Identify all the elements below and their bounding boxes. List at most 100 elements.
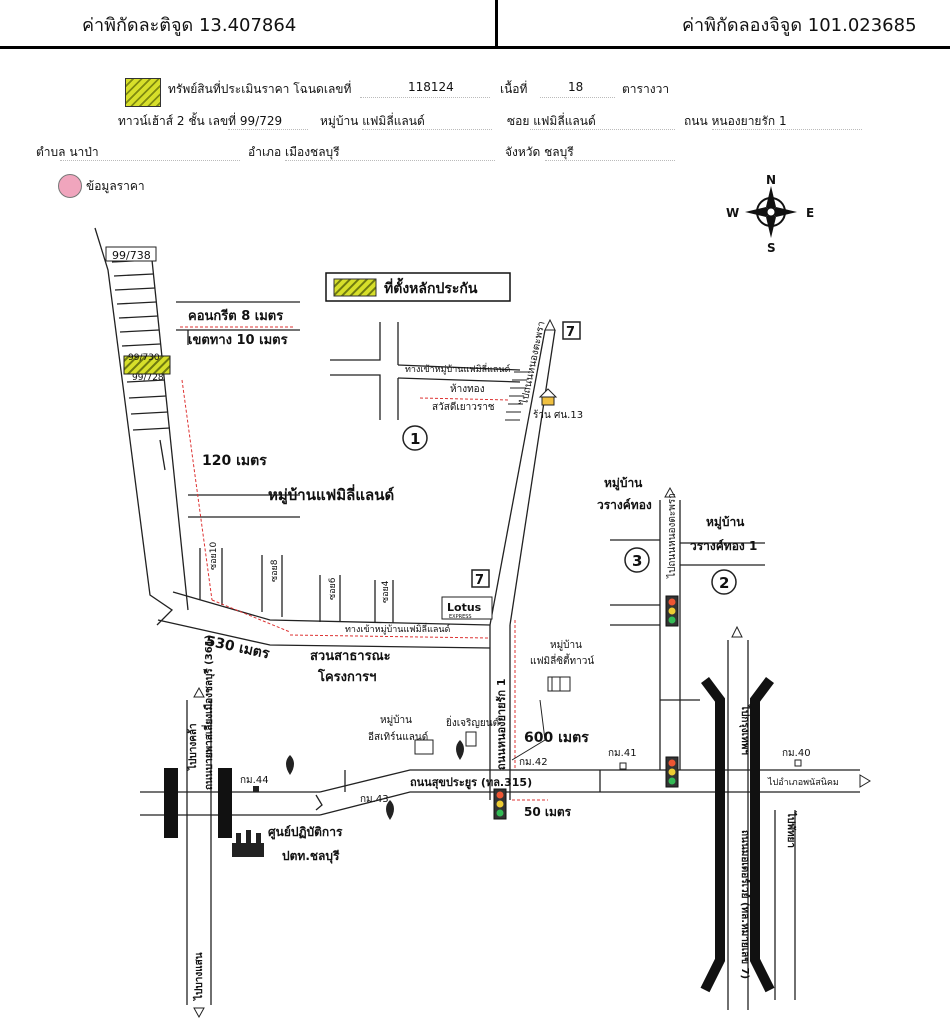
svg-text:Lotus: Lotus	[447, 601, 482, 614]
road-to-bangkhla: ไปบางคล้า	[186, 723, 199, 771]
underline	[362, 129, 492, 130]
village-info: หมู่บ้าน แฟมิลี่แลนด์	[320, 114, 425, 128]
gold-shop-1: ห้างทอง	[450, 383, 485, 395]
svg-text:7: 7	[475, 573, 484, 588]
village-house-icon	[547, 676, 571, 692]
asset-label: ทรัพย์สินที่ประเมินราคา โฉนดเลขที่	[168, 82, 352, 96]
road-to-nongtaphra: ไปถนนหนองตะพรา	[666, 493, 678, 579]
seven-eleven-icon: 7	[471, 569, 490, 588]
shop-icon	[538, 388, 558, 406]
warang1-1: หมู่บ้าน	[706, 515, 745, 530]
motorway-barrier	[750, 677, 775, 993]
bypass-barrier	[164, 768, 178, 838]
road-to-pattaya: ไปพัทยา	[785, 811, 798, 848]
house-info: ทาวน์เฮ้าส์ 2 ชั้น เลขที่ 99/729	[118, 114, 283, 128]
connector-line	[511, 699, 546, 761]
road-to-phanom: ไปอำเภอพนัสนิคม	[767, 777, 839, 788]
warang-roads	[610, 500, 765, 770]
warang-1: หมู่บ้าน	[604, 476, 643, 491]
collateral-legend-label: ที่ตั้งหลักประกัน	[384, 277, 478, 297]
underline	[530, 129, 675, 130]
house-subject-a: 99/730	[128, 353, 160, 363]
area-unit: ตารางวา	[622, 82, 670, 96]
header-divider	[495, 0, 498, 46]
traffic-light-icon	[493, 788, 507, 820]
svg-text:7: 7	[566, 325, 575, 340]
easter-2: อีสเทิร์นแลนด์	[368, 731, 428, 743]
km40: กม.40	[782, 748, 811, 759]
compass-w: W	[726, 206, 739, 220]
compass-icon: N S W E	[726, 173, 814, 255]
park-2: โครงการฯ	[317, 668, 376, 685]
warang-2: วรางค์ทอง	[597, 498, 652, 512]
motorway-road	[727, 640, 796, 1010]
gas-station-icon	[286, 740, 464, 820]
compass-s: S	[767, 241, 776, 255]
collateral-legend: ที่ตั้งหลักประกัน	[325, 272, 511, 302]
underline	[360, 97, 490, 98]
deed-number: 118124	[408, 80, 454, 94]
distance-600: 600 เมตร	[524, 730, 589, 746]
family-city-2: แฟมิลี่ซิตี้ทาวน์	[530, 653, 594, 667]
road-sukprayoon: ถนนสุขประยูร (ทล.315)	[410, 776, 532, 790]
subject-property-icon	[123, 355, 171, 375]
km-post-icon	[619, 762, 627, 770]
subdistrict-info: ตำบล นาป่า	[36, 145, 99, 159]
distance-50: 50 เมตร	[524, 805, 572, 819]
compass-n: N	[766, 173, 776, 187]
svg-text:2: 2	[719, 574, 729, 592]
building-icon	[465, 731, 477, 747]
bypass-barrier	[218, 768, 232, 838]
distance-120: 120 เมตร	[202, 453, 267, 469]
ptt-2: ปตท.ชลบุรี	[282, 849, 340, 864]
concrete-label: คอนกรีต 8 เมตร	[188, 308, 283, 324]
underline	[712, 129, 862, 130]
svg-text:1: 1	[410, 430, 420, 448]
lotus-icon: Lotus EXPRESS	[441, 596, 493, 620]
road-motorway: ถนนมอเตอร์เวย์ (ทล.หมายเลข 7)	[739, 830, 751, 979]
province-info: จังหวัด ชลบุรี	[505, 145, 574, 159]
road-stripes	[505, 371, 529, 421]
traffic-light-icon	[665, 595, 679, 627]
km43: กม.43	[360, 794, 389, 805]
km42: กม.42	[519, 757, 548, 768]
easement-label: เขตทาง 10 เมตร	[188, 333, 288, 348]
road-bypass: ถนนบายพาสเลี่ยงเมืองชลบุรี (361)	[201, 635, 215, 790]
km44: กม.44	[240, 775, 269, 786]
underline	[540, 97, 615, 98]
price-info-dot-icon	[58, 174, 82, 198]
soi-d: ซอย4	[381, 580, 391, 603]
collateral-swatch-icon	[125, 78, 161, 107]
road-info: ถนน หนองยายรัก 1	[684, 114, 787, 128]
underline	[545, 160, 675, 161]
coordinates-header: ค่าพิกัดละติจูด 13.407864 ค่าพิกัดลองจิจ…	[0, 0, 950, 49]
village-main-label: หมู่บ้านแฟมิลี่แลนด์	[268, 484, 394, 505]
underline	[228, 129, 308, 130]
shop-13-label: ร้าน ศน.13	[533, 409, 583, 421]
soi-info: ซอย แฟมิลี่แลนด์	[507, 114, 596, 128]
svg-text:3: 3	[632, 552, 642, 570]
soi-a: ซอย10	[209, 541, 219, 570]
soi-c: ซอย6	[328, 577, 338, 600]
district-info: อำเภอ เมืองชลบุรี	[248, 145, 340, 159]
marker-2: 2	[711, 569, 737, 595]
soi-b: ซอย8	[270, 559, 280, 582]
svg-text:EXPRESS: EXPRESS	[449, 614, 472, 620]
entrance-bottom-label: ทางเข้าหมู่บ้านแฟมิลี่แลนด์	[345, 622, 451, 635]
village-house-icon	[414, 739, 434, 755]
longitude-text: ค่าพิกัดลองจิจูด 101.023685	[682, 15, 917, 36]
underline	[60, 160, 240, 161]
yingcharoen: ยิ่งเจริญยนต์	[446, 715, 499, 729]
factory-icon	[232, 830, 264, 857]
ptt-1: ศูนย์ปฏิบัติการ	[268, 825, 343, 840]
area-value: 18	[568, 80, 584, 94]
road-nongyairak: ถนนหนองยายรัก 1	[495, 678, 508, 770]
gold-shop-2: สวัสดีเยาวราช	[432, 401, 495, 413]
price-info-label: ข้อมูลราคา	[86, 179, 145, 193]
entrance-top-label: ทางเข้าหมู่บ้านแฟมิลี่แลนด์	[405, 362, 511, 375]
townhouse-strip	[94, 227, 189, 626]
motorway-barrier	[700, 677, 725, 993]
latitude-text: ค่าพิกัดละติจูด 13.407864	[82, 15, 297, 36]
village-roads	[157, 301, 556, 800]
